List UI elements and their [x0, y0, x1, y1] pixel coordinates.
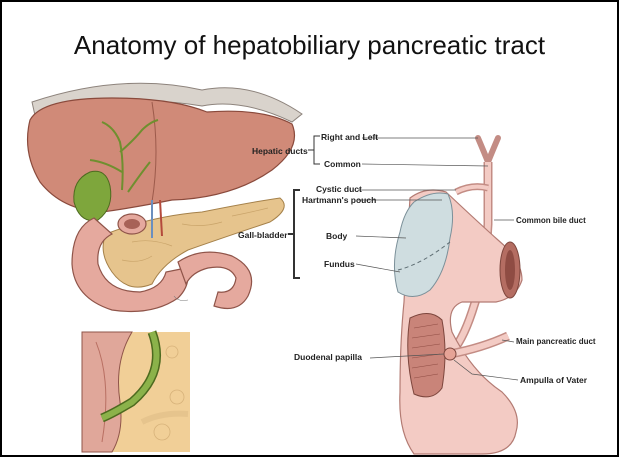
label-ampulla-of-vater: Ampulla of Vater [520, 375, 588, 385]
liver-illustration [28, 83, 302, 311]
label-fundus: Fundus [324, 259, 355, 269]
label-hepatic-ducts: Hepatic ducts [252, 146, 308, 156]
label-duodenal-papilla: Duodenal papilla [294, 352, 362, 362]
label-cystic-duct: Cystic duct [316, 184, 362, 194]
label-main-pancreatic-duct: Main pancreatic duct [516, 337, 596, 346]
label-common: Common [324, 159, 361, 169]
right-left-hepatic-ducts [478, 138, 498, 162]
label-hartmanns-pouch: Hartmann's pouch [302, 195, 376, 205]
label-common-bile-duct: Common bile duct [516, 216, 586, 225]
biliary-schematic: Right and Left Hepatic ducts Common Cyst… [238, 132, 596, 454]
label-gall-bladder: Gall-bladder [238, 230, 288, 240]
ampulla [444, 348, 456, 360]
label-right-and-left: Right and Left [321, 132, 378, 142]
label-body: Body [326, 231, 348, 241]
ampulla-inset [82, 332, 190, 452]
